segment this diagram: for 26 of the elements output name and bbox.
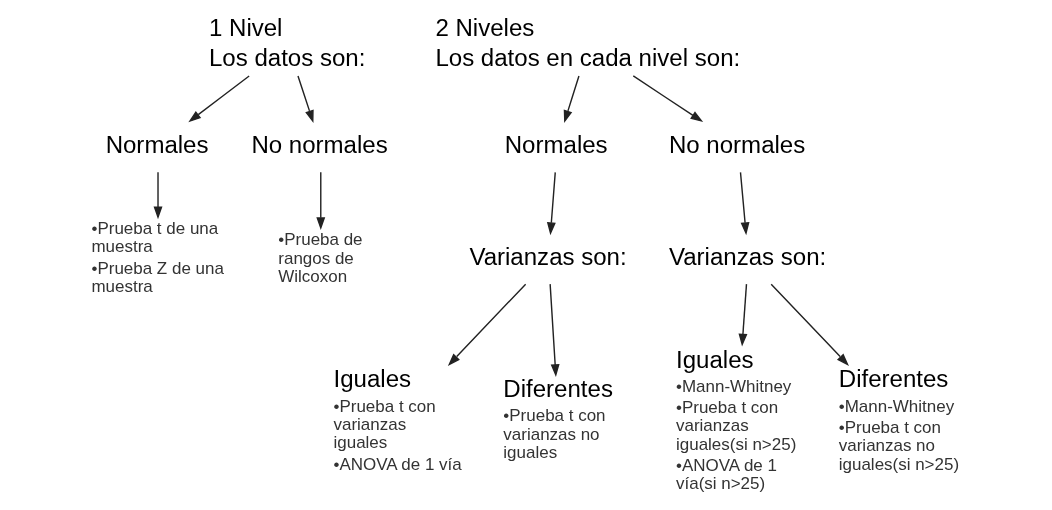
arrow bbox=[316, 171, 326, 231]
arrow bbox=[447, 283, 527, 366]
node-text: No normales bbox=[251, 131, 388, 159]
node-text: Varianzas son: bbox=[668, 243, 827, 271]
node-text: Varianzas son: bbox=[469, 243, 627, 271]
node-text: •Prueba de rangos de Wilcoxon bbox=[278, 230, 363, 287]
node-text: Iguales •Prueba t con varianzas iguales •ANOVA de 1 vía bbox=[333, 365, 462, 474]
arrow bbox=[297, 75, 314, 123]
arrow bbox=[188, 75, 250, 123]
arrow bbox=[153, 171, 163, 220]
arrow bbox=[739, 171, 750, 236]
node-text: No normales bbox=[668, 131, 806, 159]
arrow bbox=[632, 75, 704, 123]
arrow bbox=[563, 75, 580, 123]
node-text: Normales bbox=[504, 131, 608, 159]
arrow bbox=[546, 171, 556, 236]
node-text: Diferentes •Mann-Whitney •Prueba t con varianzas no iguales(si n>25) bbox=[838, 365, 960, 474]
arrow bbox=[770, 283, 849, 366]
node-text: 2 Niveles Los datos en cada nivel son: bbox=[435, 13, 741, 71]
node-text: 1 Nivel Los datos son: bbox=[208, 13, 366, 71]
node-text: Normales bbox=[105, 131, 209, 159]
node-text: Iguales •Mann-Whitney •Prueba t con varianzas iguales(si n>25) •ANOVA de 1 vía(si n>25) bbox=[676, 345, 797, 494]
node-text: Diferentes •Prueba t con varianzas no iguales bbox=[503, 375, 613, 463]
arrow bbox=[738, 283, 748, 347]
arrow bbox=[549, 283, 560, 377]
node-text: •Prueba t de una muestra •Prueba Z de una muestra bbox=[91, 218, 224, 296]
